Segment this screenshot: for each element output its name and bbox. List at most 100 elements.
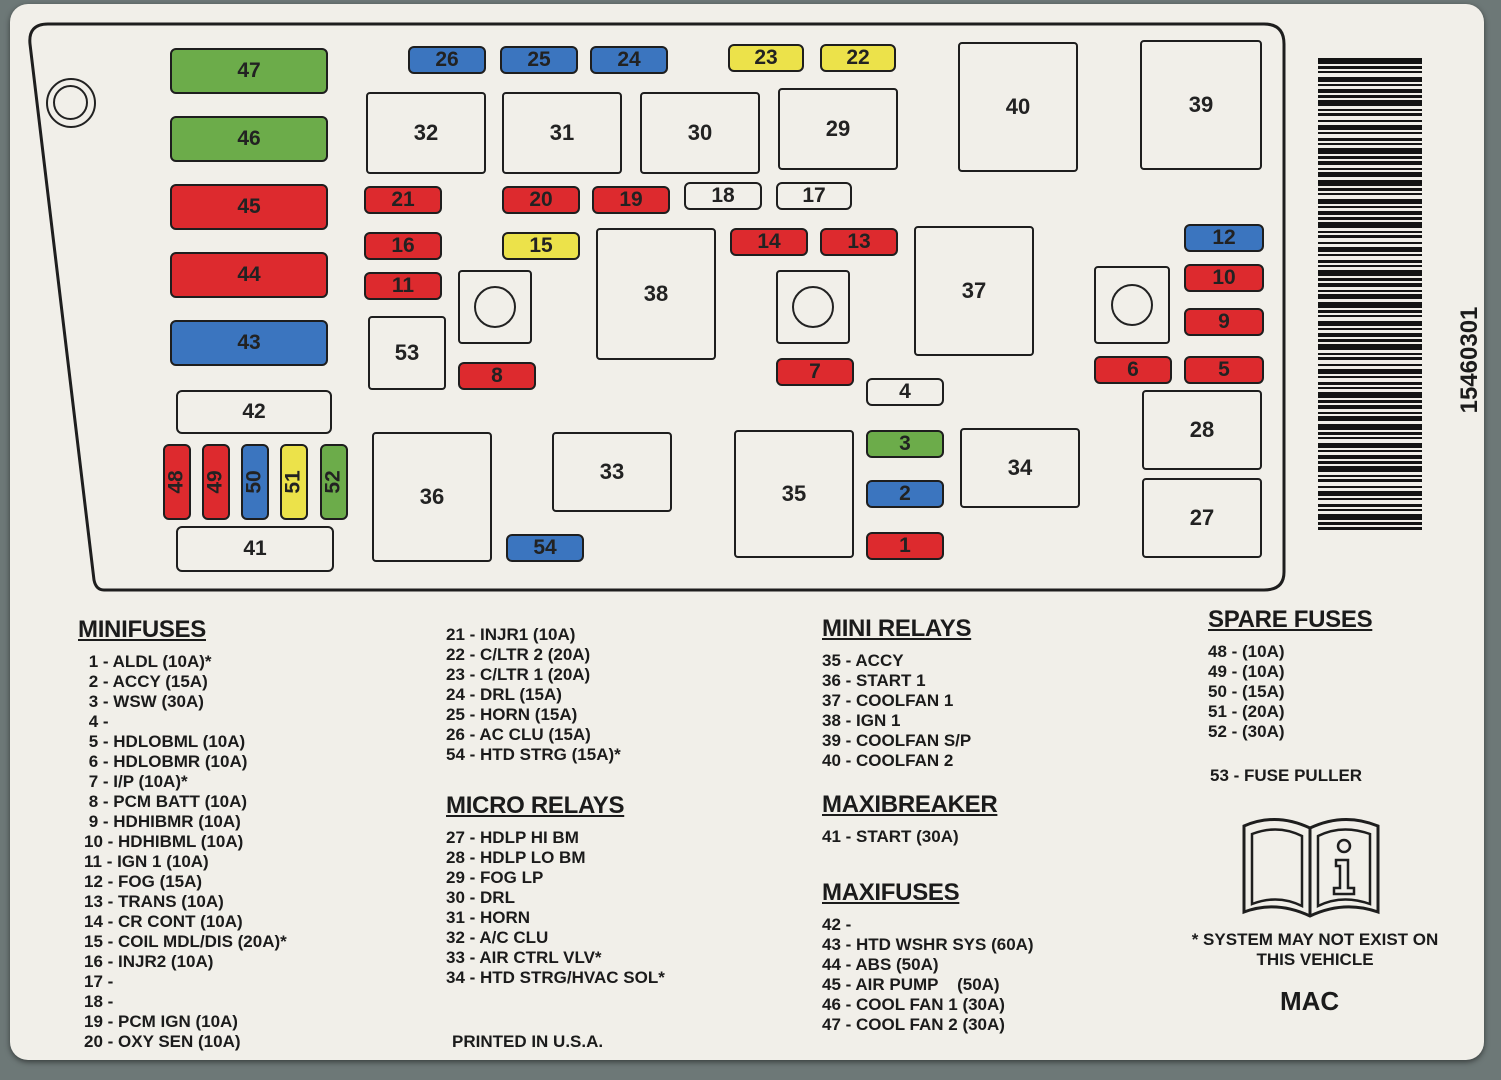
fuse-label: 45	[237, 195, 261, 218]
fuse-label: 21	[391, 188, 415, 211]
relay-label: 31	[549, 120, 575, 145]
fuse-13: 13	[820, 228, 898, 256]
fuse-50: 50	[241, 444, 269, 520]
legend-item: 23 - C/LTR 1 (20A)	[446, 665, 591, 684]
relay-label: 27	[1189, 505, 1215, 530]
fuse-12: 12	[1184, 224, 1264, 252]
fuse-5: 5	[1184, 356, 1264, 384]
fuse-label: 12	[1212, 226, 1236, 249]
fuse-16: 16	[364, 232, 442, 260]
relay-53: 53	[368, 316, 446, 390]
legend-item: 19 - PCM IGN (10A)	[84, 1012, 238, 1031]
fuse-18: 18	[684, 182, 762, 210]
spare-fuses-section: SPARE FUSES 48 - (10A)49 - (10A)50 - (15…	[1208, 606, 1373, 742]
fuse-44: 44	[170, 252, 328, 298]
fuse-label: 23	[754, 46, 778, 69]
legend-item: 47 - COOL FAN 2 (30A)	[822, 1015, 1005, 1034]
legend-item: 3 - WSW (30A)	[84, 692, 204, 711]
fuse-25: 25	[500, 46, 578, 74]
fuse-19: 19	[592, 186, 670, 214]
legend-item: 39 - COOLFAN S/P	[822, 731, 972, 750]
legend-item: 49 - (10A)	[1208, 662, 1285, 681]
fuse-label: 6	[1127, 358, 1139, 381]
legend-item: 43 - HTD WSHR SYS (60A)	[822, 935, 1034, 954]
fuse-2: 2	[866, 480, 944, 508]
relay-31: 31	[502, 92, 622, 174]
info-manual-icon	[1242, 817, 1380, 918]
legend-item: 8 - PCM BATT (10A)	[84, 792, 248, 811]
mini-relays-heading: MINI RELAYS	[822, 615, 972, 642]
fuse-puller-label: 53 - FUSE PULLER	[1210, 766, 1363, 785]
fuse-label: 26	[435, 48, 459, 71]
fuse-22: 22	[820, 44, 896, 72]
spare-fuses-heading: SPARE FUSES	[1208, 606, 1373, 633]
fuse-label: 24	[617, 48, 641, 71]
fuse-label: 16	[391, 234, 415, 257]
minifuses-cont-section: 21 - INJR1 (10A)22 - C/LTR 2 (20A)23 - C…	[446, 625, 621, 765]
fuse-label: 8	[491, 364, 503, 387]
fuse-block-outline	[28, 22, 1286, 592]
relay-39: 39	[1140, 40, 1262, 170]
fuse-10: 10	[1184, 264, 1264, 292]
relay-label: 37	[961, 278, 987, 303]
part-number: 15460301	[1456, 306, 1483, 414]
mac-label: MAC	[1280, 986, 1340, 1016]
relay-32: 32	[366, 92, 486, 174]
fuse-45: 45	[170, 184, 328, 230]
fuse-24: 24	[590, 46, 668, 74]
fuse-label: 9	[1218, 310, 1230, 333]
legend-item: 15 - COIL MDL/DIS (20A)*	[84, 932, 287, 951]
stud-circle	[1111, 284, 1153, 326]
fuse-49: 49	[202, 444, 230, 520]
relay-40: 40	[958, 42, 1078, 172]
fuse-1: 1	[866, 532, 944, 560]
legend-item: 34 - HTD STRG/HVAC SOL*	[446, 968, 665, 987]
legend-item: 14 - CR CONT (10A)	[84, 912, 243, 931]
legend-item: 38 - IGN 1	[822, 711, 901, 730]
fuse-label: 49	[203, 470, 227, 494]
relay-34: 34	[960, 428, 1080, 508]
fuse-21: 21	[364, 186, 442, 214]
relay-38: 38	[596, 228, 716, 360]
legend-item: 13 - TRANS (10A)	[84, 892, 224, 911]
relay-label: 53	[394, 340, 420, 365]
footnote: * SYSTEM MAY NOT EXIST ON THIS VEHICLE	[1191, 930, 1439, 969]
fuse-label: 44	[237, 263, 261, 286]
legend-item: 54 - HTD STRG (15A)*	[446, 745, 621, 764]
fuse-label: 47	[237, 59, 261, 82]
fuse-label: 52	[321, 470, 345, 494]
stud-terminal	[458, 270, 532, 344]
maxibreaker-heading: MAXIBREAKER	[822, 791, 998, 818]
micro-relays-heading: MICRO RELAYS	[446, 792, 625, 819]
legend-item: 18 -	[84, 992, 114, 1011]
legend-item: 16 - INJR2 (10A)	[84, 952, 214, 971]
relay-35: 35	[734, 430, 854, 558]
fuse-54: 54	[506, 534, 584, 562]
fuse-label: 3	[899, 432, 911, 455]
fuse-15: 15	[502, 232, 580, 260]
fuse-42: 42	[176, 390, 332, 434]
stud-circle	[474, 286, 516, 328]
fuse-label: 10	[1212, 266, 1236, 289]
legend-item: 2 - ACCY (15A)	[84, 672, 208, 691]
fuse-46: 46	[170, 116, 328, 162]
fuse-label: 5	[1218, 358, 1230, 381]
fuse-26: 26	[408, 46, 486, 74]
fuse-8: 8	[458, 362, 536, 390]
legend-item: 35 - ACCY	[822, 651, 904, 670]
fuse-7: 7	[776, 358, 854, 386]
legend-item: 48 - (10A)	[1208, 642, 1285, 661]
mounting-hole	[46, 78, 96, 128]
fuse-label: 46	[237, 127, 261, 150]
fuse-51: 51	[280, 444, 308, 520]
fuse-48: 48	[163, 444, 191, 520]
relay-label: 38	[643, 281, 669, 306]
relay-label: 33	[599, 459, 625, 484]
fuse-43: 43	[170, 320, 328, 366]
relay-37: 37	[914, 226, 1034, 356]
relay-label: 35	[781, 481, 807, 506]
legend-item: 26 - AC CLU (15A)	[446, 725, 591, 744]
legend-item: 42 -	[822, 915, 852, 934]
fuse-label: 13	[847, 230, 871, 253]
fuse-47: 47	[170, 48, 328, 94]
